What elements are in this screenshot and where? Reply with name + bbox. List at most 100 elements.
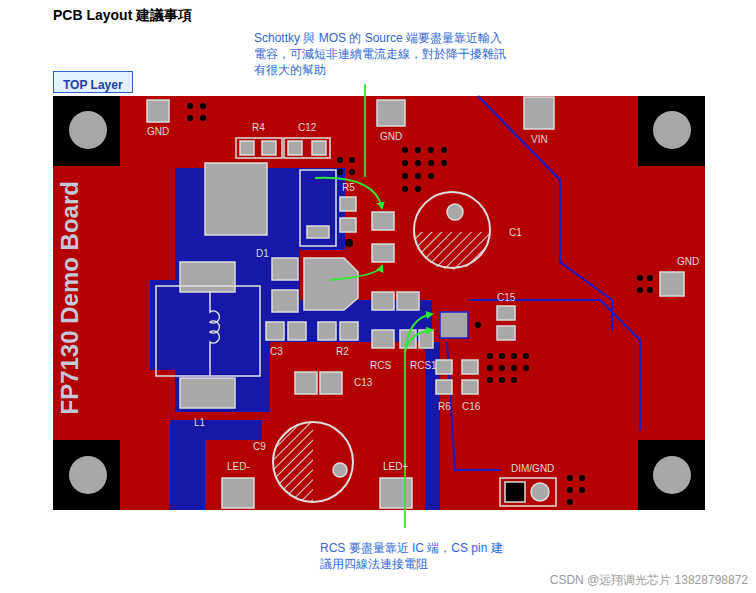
silkscreen-label: DIM/GND (511, 463, 554, 475)
via (499, 353, 505, 359)
pad (307, 226, 329, 238)
via (487, 377, 493, 383)
pad (147, 100, 169, 122)
pad (524, 97, 554, 129)
bottom-pour (150, 168, 432, 412)
silkscreen-label: LED- (227, 461, 250, 473)
pad (272, 258, 298, 280)
via (349, 157, 355, 163)
pad (340, 197, 356, 211)
silk-outline (236, 138, 282, 158)
page-title: PCB Layout 建議事項 (53, 7, 192, 25)
pad (222, 478, 254, 508)
via (499, 365, 505, 371)
mounting-hole (69, 111, 107, 149)
bottom-trace (447, 342, 500, 470)
corner-ground (53, 440, 120, 510)
via (579, 475, 585, 481)
pad (333, 463, 347, 477)
silkscreen-label: GND (677, 256, 699, 268)
leader-arrow (405, 314, 432, 352)
pad (312, 141, 326, 155)
via (402, 186, 408, 192)
bottom-trace (478, 96, 612, 330)
silk-outline (300, 170, 336, 246)
via (487, 353, 493, 359)
board-copper (53, 96, 705, 510)
pad (497, 306, 515, 320)
layer-tag-text: TOP Layer (63, 78, 123, 92)
pad (380, 478, 412, 508)
via (415, 186, 421, 192)
pad (372, 330, 394, 348)
coil-symbol (210, 292, 219, 376)
ic-pin (475, 322, 481, 328)
via (637, 275, 643, 281)
silkscreen-label: R2 (336, 346, 349, 358)
pad (240, 141, 254, 155)
leader-arrow (315, 178, 382, 208)
via (200, 103, 206, 109)
silkscreen-label: R4 (252, 122, 265, 134)
mounting-hole (653, 456, 691, 494)
silkscreen-label: R6 (438, 401, 451, 413)
silkscreen-label: RCS (370, 360, 391, 372)
pad (372, 292, 394, 310)
silkscreen-label: RCS1 (410, 360, 437, 372)
pad (288, 322, 306, 340)
via (637, 287, 643, 293)
pad (372, 212, 394, 230)
silkscreen-label: C9 (253, 441, 266, 453)
pad (505, 482, 525, 502)
pad (497, 326, 515, 340)
callout-note: Schottky 與 MOS 的 Source 端要盡量靠近輸入電容，可減短非連… (254, 30, 512, 78)
via (523, 365, 529, 371)
silk-outline (156, 286, 260, 376)
via (511, 353, 517, 359)
silkscreen-label: C12 (298, 122, 316, 134)
layer-tag-box: TOP Layer (53, 71, 133, 93)
pad (262, 141, 276, 155)
pad (436, 380, 452, 394)
pad (180, 378, 235, 408)
corner-ground (638, 440, 705, 510)
pad (372, 244, 394, 262)
via (415, 147, 421, 153)
silkscreen-label: C15 (497, 292, 515, 304)
leader-arrow (330, 266, 382, 280)
silkscreen-label: C1 (509, 227, 522, 239)
via (402, 160, 408, 166)
via (567, 487, 573, 493)
capacitor-outline (414, 192, 490, 268)
via (441, 160, 447, 166)
mounting-hole (69, 456, 107, 494)
silkscreen-label: C13 (354, 377, 372, 389)
mounting-hole (653, 111, 691, 149)
pad (462, 360, 478, 374)
silkscreen-label: GND (380, 131, 402, 143)
via (187, 115, 193, 121)
silkscreen-label: LED+ (383, 461, 408, 473)
via (567, 475, 573, 481)
via (187, 103, 193, 109)
via (200, 115, 206, 121)
via (487, 365, 493, 371)
silk-outline (500, 478, 556, 506)
leader-arrow (405, 330, 432, 352)
mos-body (205, 163, 267, 235)
pad (436, 360, 452, 374)
pad (397, 292, 419, 310)
via (345, 239, 353, 247)
silkscreen-label: D1 (256, 248, 269, 260)
via (647, 275, 653, 281)
pad (320, 372, 342, 394)
silkscreen-label: L1 (194, 417, 205, 429)
corner-ground (53, 96, 120, 166)
via (579, 487, 585, 493)
leader-line (404, 352, 406, 528)
cap-polarity-hatch (414, 232, 490, 270)
via (441, 147, 447, 153)
pad (447, 204, 463, 220)
ic-body (440, 312, 468, 338)
via (428, 160, 434, 166)
